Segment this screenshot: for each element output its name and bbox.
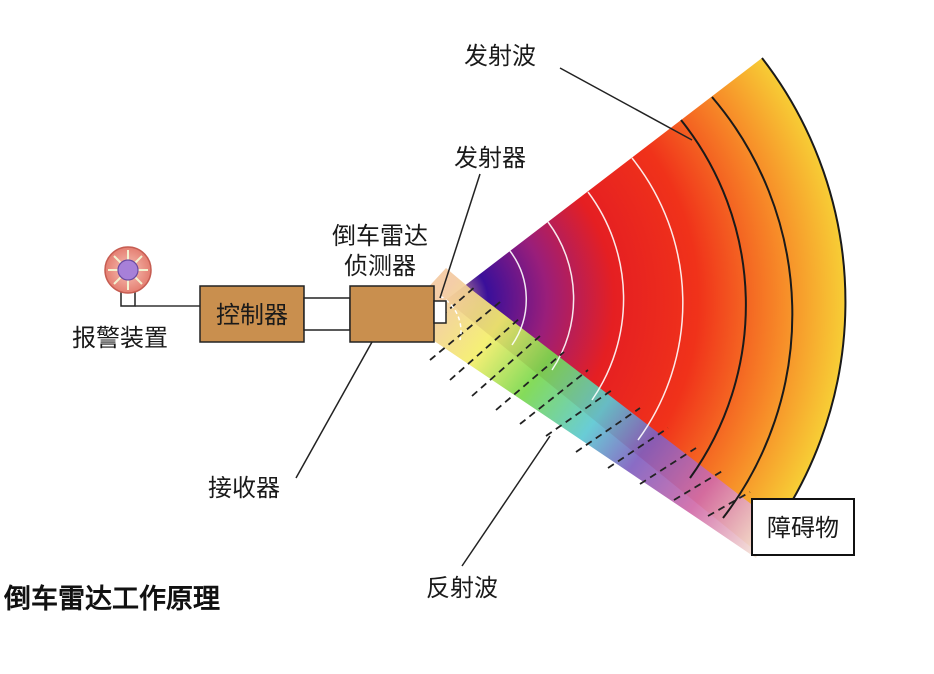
- obstacle-box: [751, 498, 855, 556]
- reflected-wave-arcs: [413, 285, 751, 517]
- radar-sensor-icon: [433, 300, 447, 324]
- transmitter-label: 发射器: [454, 144, 526, 172]
- alarm-icon: [104, 246, 152, 307]
- obstacle-label: 障碍物: [767, 514, 839, 542]
- reflected-wave-band: [400, 268, 772, 558]
- receiver-leader: [295, 341, 373, 479]
- controller-detector-connector: [303, 297, 351, 331]
- reflected-wave-leader: [461, 435, 551, 567]
- detector-label-line2: 侦测器: [344, 252, 416, 280]
- receiver-label: 接收器: [208, 474, 280, 502]
- radar-detector-box: [349, 285, 435, 343]
- controller-box: [199, 285, 305, 343]
- inner-wave-arcs: [509, 157, 684, 441]
- alarm-label: 报警装置: [72, 324, 168, 352]
- transmit-wave-label: 发射波: [464, 42, 536, 70]
- reflected-wave-label: 反射波: [426, 574, 498, 602]
- transmitter-leader: [439, 173, 481, 299]
- detector-label-line1: 倒车雷达: [332, 222, 428, 250]
- transmit-wave-sector: [446, 58, 846, 552]
- transmit-wave-leader: [559, 67, 693, 141]
- transmit-wave-arcs: [680, 57, 847, 553]
- controller-label: 控制器: [216, 301, 288, 329]
- diagram-caption: 倒车雷达工作原理: [3, 583, 220, 615]
